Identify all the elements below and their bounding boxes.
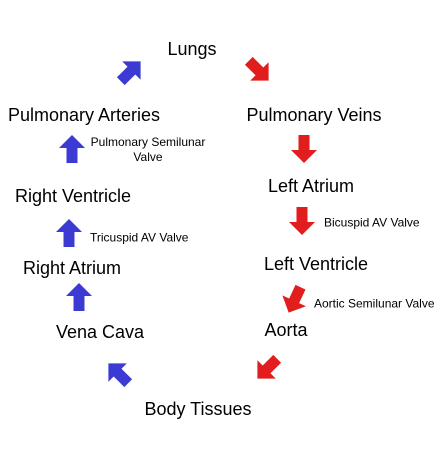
node-aorta: Aorta xyxy=(264,320,308,340)
valve-pulmonary-semilunar-line1: Pulmonary Semilunar xyxy=(90,135,206,149)
valve-pulmonary-semilunar: Pulmonary Semilunar Valve xyxy=(88,135,208,165)
arrow-left-atrium-to-left-ventricle xyxy=(289,207,315,235)
arrow-right-ventricle-to-pulmonary-arteries xyxy=(59,135,85,163)
node-right-ventricle: Right Ventricle xyxy=(14,186,132,206)
arrow-vena-cava-to-right-atrium xyxy=(66,283,92,311)
arrow-aorta-to-body-tissues xyxy=(257,354,282,379)
valve-aortic-semilunar: Aortic Semilunar Valve xyxy=(314,296,435,311)
node-left-ventricle: Left Ventricle xyxy=(263,254,369,274)
node-body-tissues: Body Tissues xyxy=(144,399,252,419)
arrow-left-ventricle-to-aorta xyxy=(282,284,306,313)
arrow-pulmonary-veins-to-left-atrium xyxy=(291,135,317,163)
valve-tricuspid: Tricuspid AV Valve xyxy=(90,230,189,245)
valve-pulmonary-semilunar-line2: Valve xyxy=(133,150,163,164)
node-vena-cava: Vena Cava xyxy=(55,322,145,342)
arrow-right-atrium-to-right-ventricle xyxy=(56,219,82,247)
arrow-lungs-to-pulmonary-veins xyxy=(244,56,269,81)
valve-bicuspid: Bicuspid AV Valve xyxy=(324,215,420,230)
arrow-pulmonary-arteries-to-lungs xyxy=(116,61,141,86)
node-lungs: Lungs xyxy=(167,39,217,59)
arrow-body-tissues-to-vena-cava xyxy=(108,363,133,388)
node-pulmonary-veins: Pulmonary Veins xyxy=(246,105,382,125)
node-left-atrium: Left Atrium xyxy=(267,176,355,196)
node-right-atrium: Right Atrium xyxy=(22,258,122,278)
node-pulmonary-arteries: Pulmonary Arteries xyxy=(7,105,161,125)
